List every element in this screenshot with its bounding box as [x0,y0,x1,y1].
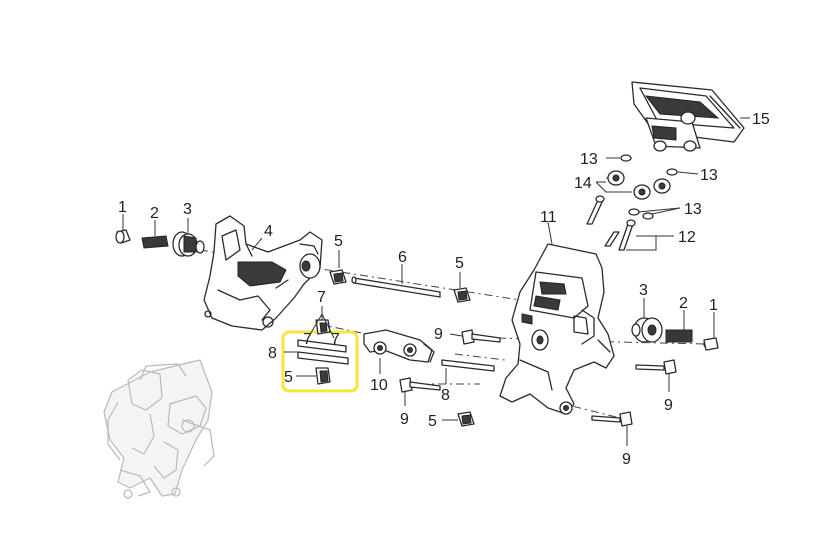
callout-1-right: 1 [709,297,718,314]
callout-15: 15 [752,111,770,128]
callout-7-box-a: 7 [303,331,312,348]
callout-5-lower: 5 [428,413,437,430]
callout-1-left: 1 [118,199,127,216]
callout-7-box-b: 7 [331,331,340,348]
callout-14: 14 [574,175,592,192]
screw-part-13-a [620,154,632,162]
link-bracket-part-10 [363,329,435,363]
callout-13-c: 13 [684,201,702,218]
callout-4: 4 [264,223,273,240]
rod-part-8-lower [441,359,495,372]
callout-5-upper-left: 5 [334,233,343,250]
bolt-part-9-right-low [591,411,633,427]
leader-lines [122,117,750,446]
grommet-part-14-c [653,178,671,194]
bolt-part-9-lower-left [399,377,441,393]
callout-5-upper-right: 5 [455,255,464,272]
callout-3-left: 3 [183,201,192,218]
bolt-part-9-upper [461,329,501,345]
grommet-part-14-b [633,184,651,200]
callout-9-right-low: 9 [622,451,631,468]
nut-part-5-a [329,269,347,285]
clip-part-7 [315,319,331,335]
callout-13-a: 13 [580,151,598,168]
callout-3-right: 3 [639,282,648,299]
right-spring-part-2 [665,329,693,343]
callout-2-left: 2 [150,205,159,222]
overview-thumbnail [103,359,215,499]
rod-part-6 [351,276,441,298]
bolt-part-12 [586,195,636,251]
main-bracket-part-11 [499,243,615,415]
callout-8-lower: 8 [441,387,450,404]
display-unit-part-15 [631,81,745,152]
callout-13-b: 13 [700,167,718,184]
callout-labels: 1 2 3 4 5 6 5 7 7 7 8 5 10 9 8 9 5 11 3 … [118,111,770,468]
callout-8-box: 8 [268,345,277,362]
nut-part-5-lower [457,411,475,427]
grommet-part-14-a [607,170,625,186]
callout-7-upper: 7 [317,289,326,306]
left-bracket-part-4 [203,215,323,331]
bolt-part-9-right-mid [635,359,677,375]
callout-5-box: 5 [284,369,293,386]
callout-9-lower-left: 9 [400,411,409,428]
nut-part-5-b [453,287,471,303]
left-damper-part-3 [172,231,205,257]
callout-11: 11 [540,209,557,226]
callout-9-right-mid: 9 [664,397,673,414]
callout-9-upper: 9 [434,326,443,343]
left-spring-part-2 [141,235,169,249]
callout-10: 10 [370,377,388,394]
callout-2-right: 2 [679,295,688,312]
highlighted-subassembly [281,330,359,393]
screw-part-13-c [628,208,654,220]
right-cap-part-1 [703,337,719,351]
screw-part-13-b [666,168,678,176]
callout-6: 6 [398,249,407,266]
right-damper-part-3 [631,317,663,343]
left-cap-part-1 [115,229,131,244]
callout-12: 12 [678,229,696,246]
